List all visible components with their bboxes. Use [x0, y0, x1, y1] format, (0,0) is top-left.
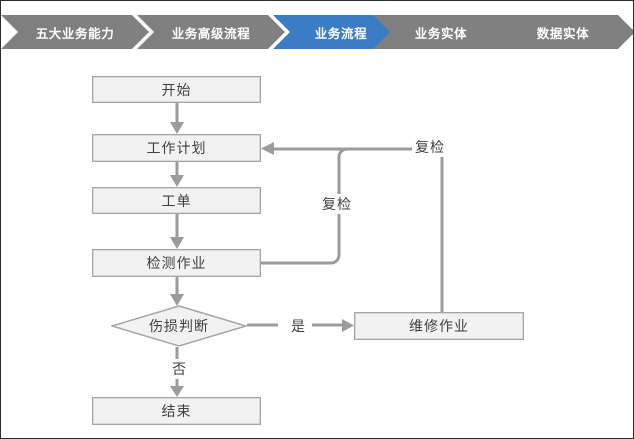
breadcrumb-item-label: 业务实体 [414, 25, 468, 41]
decision-diamond-shape [111, 305, 247, 347]
arrowhead-inspection-top [170, 237, 184, 249]
flow-node-decision[interactable]: 伤损判断 [111, 305, 247, 347]
edge-label-recheck-in: 复检 [319, 194, 355, 214]
breadcrumb-item-label: 五大业务能力 [35, 25, 115, 41]
flow-node-start[interactable]: 开始 [92, 76, 261, 103]
flow-node-inspection[interactable]: 检测作业 [92, 249, 261, 277]
flow-node-workorder[interactable]: 工单 [92, 187, 261, 214]
breadcrumb-item-1[interactable]: 五大业务能力 [1, 15, 149, 49]
flow-node-label: 伤损判断 [149, 319, 209, 335]
edge-label-no: 否 [169, 359, 190, 379]
breadcrumb-item-label: 业务高级流程 [171, 25, 251, 41]
flow-node-end[interactable]: 结束 [92, 397, 261, 425]
breadcrumb-item-5[interactable]: 数据实体 [491, 15, 634, 49]
breadcrumb: 五大业务能力 业务高级流程 业务流程 业务实体 数据实体 [1, 15, 634, 49]
edge-label-yes: 是 [288, 316, 309, 336]
arrowhead-end-top [170, 386, 184, 397]
breadcrumb-item-2[interactable]: 业务高级流程 [137, 15, 285, 49]
edge-label-recheck-out: 复检 [412, 137, 448, 157]
flow-node-label: 检测作业 [146, 256, 207, 272]
arrowhead-repair-left [342, 319, 354, 332]
breadcrumb-item-4[interactable]: 业务实体 [373, 15, 509, 49]
flow-node-label: 工单 [161, 193, 192, 210]
breadcrumb-item-label: 业务流程 [314, 25, 368, 41]
flow-node-label: 开始 [161, 82, 192, 99]
arrowhead-workorder-top [170, 175, 184, 187]
flow-node-workplan[interactable]: 工作计划 [92, 134, 261, 162]
flow-node-label: 工作计划 [146, 141, 207, 157]
arrowhead-workplan-top [170, 122, 184, 134]
arrowhead-workplan-right [261, 142, 274, 155]
edge-recheck-outer [269, 147, 444, 312]
flow-node-label: 结束 [161, 404, 192, 420]
flow-node-label: 维修作业 [409, 319, 469, 335]
breadcrumb-item-label: 数据实体 [536, 25, 590, 41]
flow-node-repair[interactable]: 维修作业 [354, 312, 524, 340]
